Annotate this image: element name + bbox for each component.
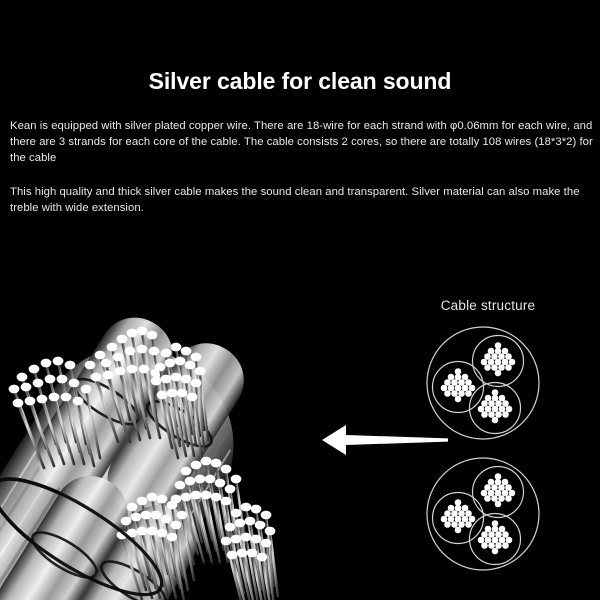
cable-structure-label: Cable structure: [440, 298, 536, 313]
cable-cross-section-bottom: [425, 456, 541, 572]
description-paragraph-1: Kean is equipped with silver plated copp…: [10, 120, 593, 165]
page-title: Silver cable for clean sound: [148, 68, 452, 94]
description-paragraph-2: This high quality and thick silver cable…: [10, 185, 580, 214]
description-block: Kean is equipped with silver plated copp…: [10, 118, 593, 216]
cable-illustration: [0, 252, 340, 600]
pointer-arrow-left-icon: [316, 418, 448, 462]
cable-cross-section-top: [425, 325, 541, 441]
